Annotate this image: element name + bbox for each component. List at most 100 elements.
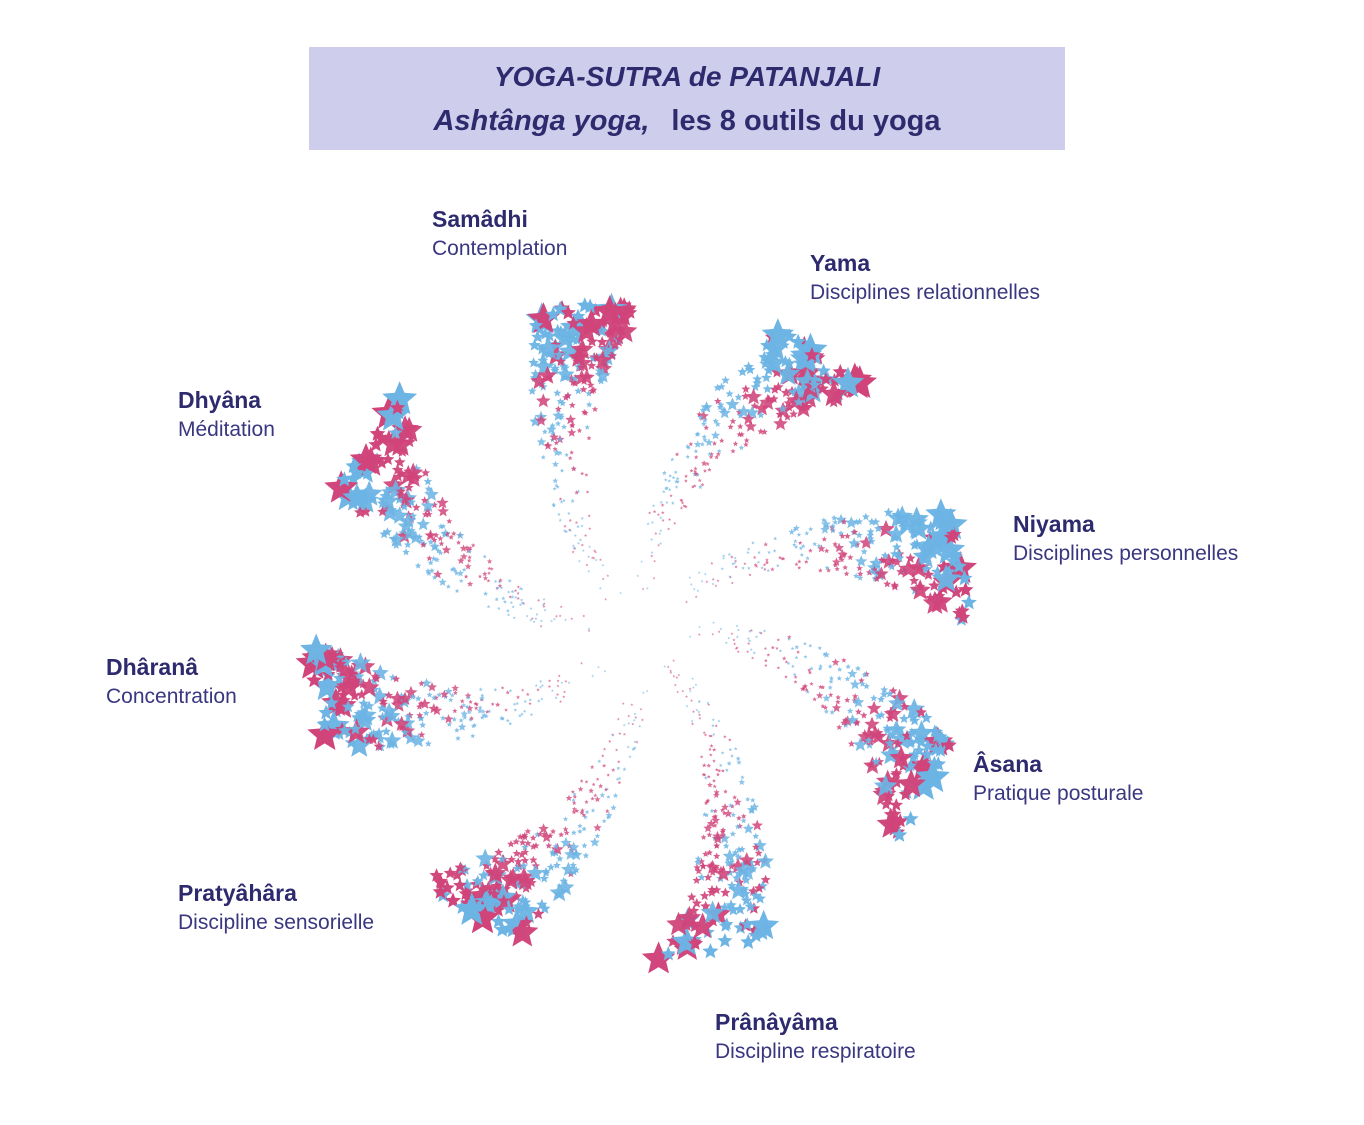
limb-name: Dhyâna [178,387,262,413]
star-pink [574,521,578,524]
star-pink [390,697,407,712]
star-pink [477,906,493,921]
star-blue [520,712,524,716]
star-blue [745,796,751,802]
star-blue [534,831,541,838]
star-pink [834,566,840,572]
star-pink [470,543,476,548]
star-blue [456,531,465,540]
star-blue [812,541,818,547]
star-blue [638,724,642,728]
star-pink [720,887,731,897]
star-pink [882,789,895,802]
star-pink [691,898,702,908]
star-pink [516,591,520,595]
star-pink [751,819,763,831]
star-blue [552,842,560,850]
star-blue [711,582,715,586]
star-blue [553,448,561,457]
star-pink [753,858,762,867]
star-pink [513,588,518,592]
star-pink [656,513,660,516]
star-pink [784,675,788,679]
petal-dhyana [324,381,591,632]
star-pink [568,528,572,532]
star-pink [519,833,527,840]
star-pink [715,451,721,457]
star-blue [917,552,930,564]
star-blue [550,619,554,623]
star-blue [553,861,561,869]
star-pink [852,693,859,700]
star-blue [651,520,654,524]
star-pink [660,503,665,507]
star-blue [546,424,557,434]
star-blue [727,880,737,890]
star-blue [560,681,564,684]
star-blue [845,663,851,670]
star-pink [543,441,553,450]
star-blue [456,569,464,577]
star-pink [464,563,472,570]
star-blue [467,709,472,715]
star-pink [666,911,691,936]
star-pink [764,560,770,565]
star-pink [780,556,784,561]
star-blue [724,859,733,867]
star-blue [342,483,372,511]
star-pink [864,716,880,731]
star-pink [690,699,693,702]
star-pink [525,692,530,696]
star-blue [577,823,583,829]
star-pink [759,631,763,635]
star-blue [495,586,500,590]
star-blue [885,689,894,698]
star-pink [692,710,695,713]
star-pink [740,813,747,819]
star-pink [734,877,745,887]
star-blue [722,554,726,558]
star-pink [348,689,361,701]
star-pink [776,638,780,642]
star-blue [583,814,588,820]
star-blue [481,709,486,714]
star-pink [494,847,503,857]
star-pink [708,454,714,459]
star-blue [537,699,541,703]
star-pink [770,567,775,572]
star-blue [960,594,977,610]
star-pink [549,432,559,442]
star-blue [837,666,843,672]
star-pink [807,668,812,672]
star-blue [671,926,702,955]
star-blue [805,555,810,561]
star-pink [564,679,568,683]
star-blue [892,723,903,734]
star-pink [563,690,566,694]
star-pink [487,566,492,571]
star-blue [646,586,649,590]
star-pink [437,535,444,542]
star-blue [719,627,723,631]
star-pink [467,580,474,587]
star-blue [511,605,515,609]
star-pink [773,416,788,431]
star-blue [560,837,572,848]
star-pink [599,558,602,562]
star-pink [558,831,565,838]
star-pink [714,397,722,405]
star-pink [495,702,501,707]
star-blue [512,900,525,913]
star-blue [741,566,745,570]
star-blue [752,378,763,388]
star-pink [431,536,438,543]
star-blue [363,700,375,711]
star-pink [581,812,587,818]
limb-name: Prânâyâma [715,1009,838,1035]
star-blue [401,526,417,541]
star-blue [508,721,513,726]
star-blue [494,921,511,937]
star-pink [856,564,863,572]
star-pink [712,759,716,763]
